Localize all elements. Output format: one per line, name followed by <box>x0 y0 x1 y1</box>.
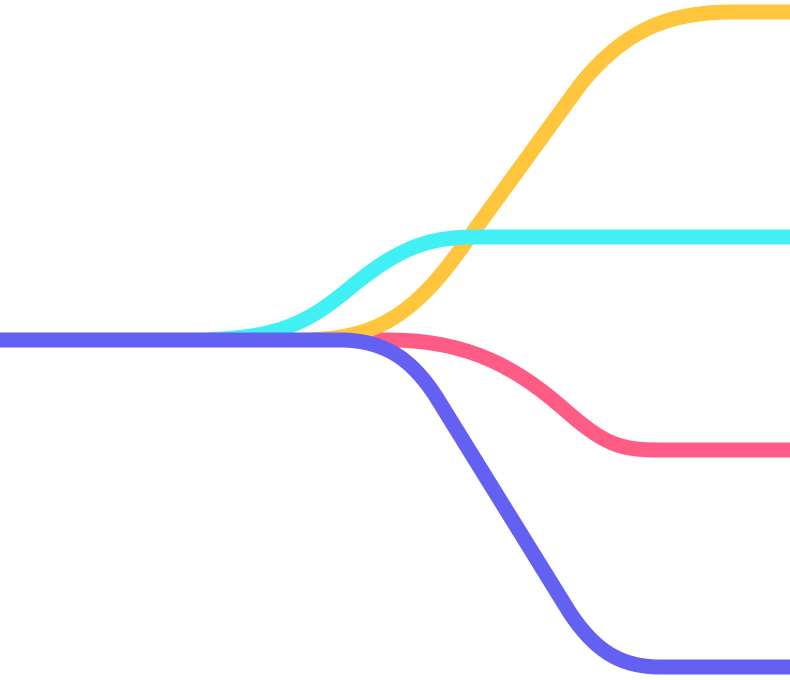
branch-indigo-line <box>0 332 790 675</box>
branch-yellow-line <box>0 4 790 348</box>
branch-pink-line <box>0 332 790 458</box>
